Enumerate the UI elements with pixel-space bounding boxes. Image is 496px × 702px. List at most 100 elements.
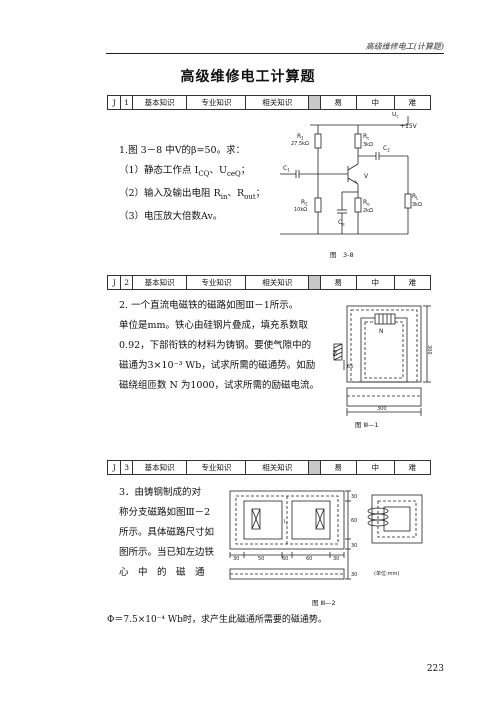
q1-l2b: 、U: [209, 165, 227, 176]
fig3-dim-b4: 60: [306, 556, 312, 562]
q3-line2: 称分支磁路如图Ⅲ－2: [119, 507, 211, 518]
fig3-dim-r4: 30: [351, 572, 357, 578]
q2-line3: 0.92，下部衔铁的材料为铸钢。要使气隙中的: [119, 340, 312, 351]
cell-related: 相关知识: [245, 275, 310, 290]
fig3-dim-r3: 30: [351, 543, 357, 549]
q3-line1: 3．由铸钢制成的对: [119, 487, 202, 498]
fig2-d50: 50: [333, 350, 339, 356]
fig3-caption: 图 Ⅲ—2: [312, 599, 336, 607]
fig1-c1: C1: [283, 165, 290, 173]
cell-related: 相关知识: [245, 460, 310, 475]
q1-line1: 1.图 3－8 中V的β=50。求：: [119, 145, 246, 156]
cell-hard: 难: [393, 95, 432, 110]
fig2-d300v: 300: [426, 345, 432, 355]
cell-professional: 专业知识: [186, 460, 247, 475]
cell-related: 相关知识: [245, 95, 310, 110]
q1-l2-sub2: ceQ: [226, 169, 241, 178]
q3-line4: 图所示。当已知左边铁: [119, 547, 215, 558]
cell-num: 2: [120, 275, 133, 290]
fig1-rl: RL: [412, 193, 419, 201]
cell-code: J: [106, 95, 122, 110]
q2-text: 2. 一个直流电磁铁的磁路如图Ⅲ－1所示。 单位是mm。铁心由硅钢片叠成，填充系…: [119, 296, 319, 396]
fig1-r1-val: 27.5kΩ: [291, 141, 309, 147]
page-number: 223: [426, 664, 444, 674]
fig1-ce: Ce: [338, 219, 345, 227]
category-table-1: J 1 基本知识 专业知识 相关知识 易 中 难: [106, 95, 432, 110]
q1-text: 1.图 3－8 中V的β=50。求： （1）静态工作点 ICQ、UceQ； （2…: [119, 141, 265, 227]
fig3-dim-r1: 30: [351, 494, 357, 500]
running-header: 高级维修电工(计算题): [365, 42, 444, 51]
electromagnet-figure: N 50 65 300 300 图 Ⅲ—1: [333, 305, 432, 429]
q1-l2a: （1）静态工作点 I: [119, 165, 199, 176]
fig3-dim-r2: 60: [351, 518, 357, 524]
cell-medium: 中: [355, 460, 395, 475]
q1-l2c: ；: [240, 165, 251, 176]
header-rule: [106, 53, 444, 54]
cell-shade: [308, 275, 321, 290]
fig3-unit: (单位:mm): [374, 570, 399, 577]
cell-code: J: [106, 275, 122, 290]
q1-l2-sub: CQ: [198, 169, 210, 178]
fig3-dim-b3: 60: [282, 556, 288, 562]
cell-medium: 中: [355, 275, 395, 290]
cell-hard: 难: [393, 460, 432, 475]
q1-l3b: 、R: [227, 187, 245, 199]
fig3-l1: l1: [284, 519, 288, 526]
fig1-v: V: [364, 173, 369, 180]
category-table-2: J 2 基本知识 专业知识 相关知识 易 中 难: [106, 275, 432, 290]
q3-line3: 所示。具体磁路尺寸如: [119, 527, 215, 538]
category-table-3: J 3 基本知识 专业知识 相关知识 易 中 难: [106, 460, 432, 475]
q2-line4: 磁通为3×10⁻³ Wb，试求所需的磁通势。如励: [119, 360, 316, 371]
cell-shade: [308, 95, 321, 110]
cell-basic: 基本知识: [131, 95, 188, 110]
fig1-r2-val: 10kΩ: [294, 207, 307, 213]
cell-easy: 易: [319, 95, 357, 110]
q3-last-line: Φ＝7.5×10⁻⁴ Wb时，求产生此磁通所需要的磁通势。: [107, 615, 327, 625]
q3-text: 3．由铸钢制成的对 称分支磁路如图Ⅲ－2 所示。具体磁路尺寸如 图所示。当已知左…: [119, 483, 214, 583]
q2-line1: 2. 一个直流电磁铁的磁路如图Ⅲ－1所示。: [119, 300, 299, 311]
cell-num: 1: [120, 95, 133, 110]
cell-hard: 难: [393, 275, 432, 290]
fig1-caption: 图 3-8: [330, 251, 354, 259]
cell-medium: 中: [355, 95, 395, 110]
fig1-r2: R2: [301, 199, 308, 207]
cell-code: J: [106, 460, 122, 475]
fig1-rc-val: 3kΩ: [363, 142, 373, 148]
q1-line4: （3）电压放大倍数Av。: [119, 210, 223, 222]
fig1-re-val: 2kΩ: [363, 208, 373, 214]
fig2-d65: 65: [347, 364, 353, 370]
fig1-rc: Rc: [363, 133, 369, 141]
fig1-vcc: +15V: [400, 123, 418, 130]
fig3-dim-b1: 30: [233, 556, 239, 562]
fig2-d300h: 300: [377, 406, 387, 412]
branch-magnetic-circuit-figure: l1 30 50 60 60 30 30 60 30 30 (单位:mm) 图 …: [229, 490, 423, 607]
fig1-uc: Uc: [392, 112, 399, 119]
cell-professional: 专业知识: [186, 275, 247, 290]
fig1-r1: R1: [297, 133, 304, 141]
emitter-arrow: [354, 179, 358, 184]
q3-line5: 心 中 的 磁 通: [119, 567, 205, 578]
fig1-re: Re: [363, 199, 370, 207]
cell-shade: [308, 460, 321, 475]
fig2-caption: 图 Ⅲ—1: [355, 421, 379, 429]
cell-easy: 易: [319, 460, 357, 475]
fig3-dim-b5: 30: [333, 556, 339, 562]
q1-l3c: ；: [255, 187, 266, 199]
cell-num: 3: [120, 460, 133, 475]
fig1-c2: C2: [383, 145, 390, 153]
q1-l3a: （2）输入及输出电阻 R: [119, 187, 221, 199]
cell-basic: 基本知识: [131, 275, 188, 290]
q2-line2: 单位是mm。铁心由硅钢片叠成，填充系数取: [119, 320, 309, 331]
transistor-circuit-figure: Uc +15V R1 27.5kΩ Rc 3kΩ C1 C2 V R2 10kΩ…: [280, 112, 422, 259]
q1-line3: （2）输入及输出电阻 Rin、Rout；: [119, 184, 265, 207]
fig1-rl-val: 3kΩ: [412, 202, 422, 208]
page-title: 高级维修电工计算题: [180, 69, 316, 85]
cell-easy: 易: [319, 275, 357, 290]
q1-l3-sub2: out: [244, 192, 256, 201]
q1-line2: （1）静态工作点 ICQ、UceQ；: [119, 161, 265, 184]
q2-line5: 磁绕组匝数 N 为1000，试求所需的励磁电流。: [119, 380, 320, 391]
cell-professional: 专业知识: [186, 95, 247, 110]
cell-basic: 基本知识: [131, 460, 188, 475]
q1-l3-sub: in: [220, 192, 228, 201]
fig3-dim-b2: 50: [258, 556, 264, 562]
